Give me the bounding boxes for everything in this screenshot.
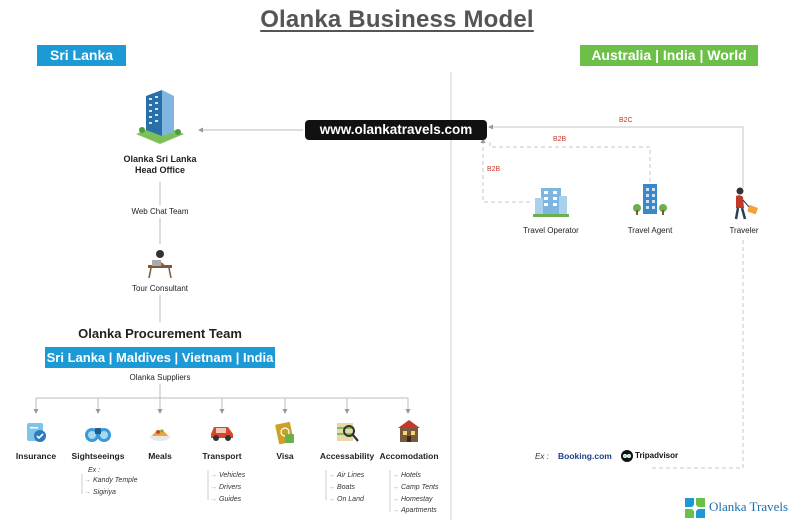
category-transport: Transport [202,451,242,461]
visa-icon [273,420,297,446]
sri-lanka-badge: Sri Lanka [37,45,126,66]
search-map-icon [335,420,361,444]
region-badge: Australia | India | World [580,45,758,66]
building-icon [533,182,569,218]
website-link[interactable]: www.olankatravels.com [305,120,487,140]
tripadvisor-logo: Tripadvisor [635,451,679,460]
hotel-icon [396,418,422,444]
sub-item: →Camp Tents [392,484,439,491]
insurance-icon [24,420,48,444]
sub-item: →On Land [328,496,364,503]
sub-item: →Guides [210,496,242,503]
category-insurance: Insurance [15,451,57,461]
traveler-icon [728,186,762,220]
sub-item: →Drivers [210,484,242,491]
sub-item: →Boats [328,484,355,491]
car-icon [208,422,236,442]
olanka-logo-icon [684,497,706,519]
sub-item: →Air Lines [328,472,365,479]
procurement-team-heading: Olanka Procurement Team [78,326,242,341]
b2b-top-label: B2B [553,136,567,143]
sub-item: →Kandy Temple [84,477,138,484]
tour-consultant-label: Tour Consultant [131,284,189,293]
b2c-label: B2C [619,117,633,124]
actor-traveler: Traveler [729,226,759,235]
category-visa: Visa [276,451,294,461]
page-title: Olanka Business Model [260,6,534,33]
web-chat-team-label: Web Chat Team [131,207,189,216]
tripadvisor-owl-icon [621,450,633,462]
suppliers-label: Olanka Suppliers [129,373,191,382]
b2b-left-label: B2B [487,166,501,173]
sub-item: →Apartments [392,507,437,514]
category-accessability: Accessability [319,451,375,461]
actor-travel-agent: Travel Agent [627,226,673,235]
meal-icon [148,420,172,444]
procurement-countries-badge: Sri Lanka | Maldives | Vietnam | India [45,347,275,368]
actor-travel-operator: Travel Operator [523,226,579,235]
head-office-label: Olanka Sri Lanka Head Office [123,154,197,175]
examples-prefix: Ex : [535,452,549,461]
sub-item: →Vehicles [210,472,246,479]
sub-item: →Homestay [392,496,433,503]
sub-item: →Hotels [392,472,421,479]
tower-icon [632,182,668,218]
consultant-desk-icon [144,247,176,279]
category-accomodation: Accomodation [379,451,439,461]
sub-item: →Sigiriya [84,489,116,496]
head-office-building-icon [132,86,188,148]
binoculars-icon [84,422,112,444]
sightseeing-ex-label: Ex : [88,467,101,474]
category-sightseeings: Sightseeings [71,451,125,461]
category-meals: Meals [148,451,172,461]
olanka-logo-text: Olanka Travels [709,499,789,514]
booking-logo: Booking.com [558,451,612,461]
